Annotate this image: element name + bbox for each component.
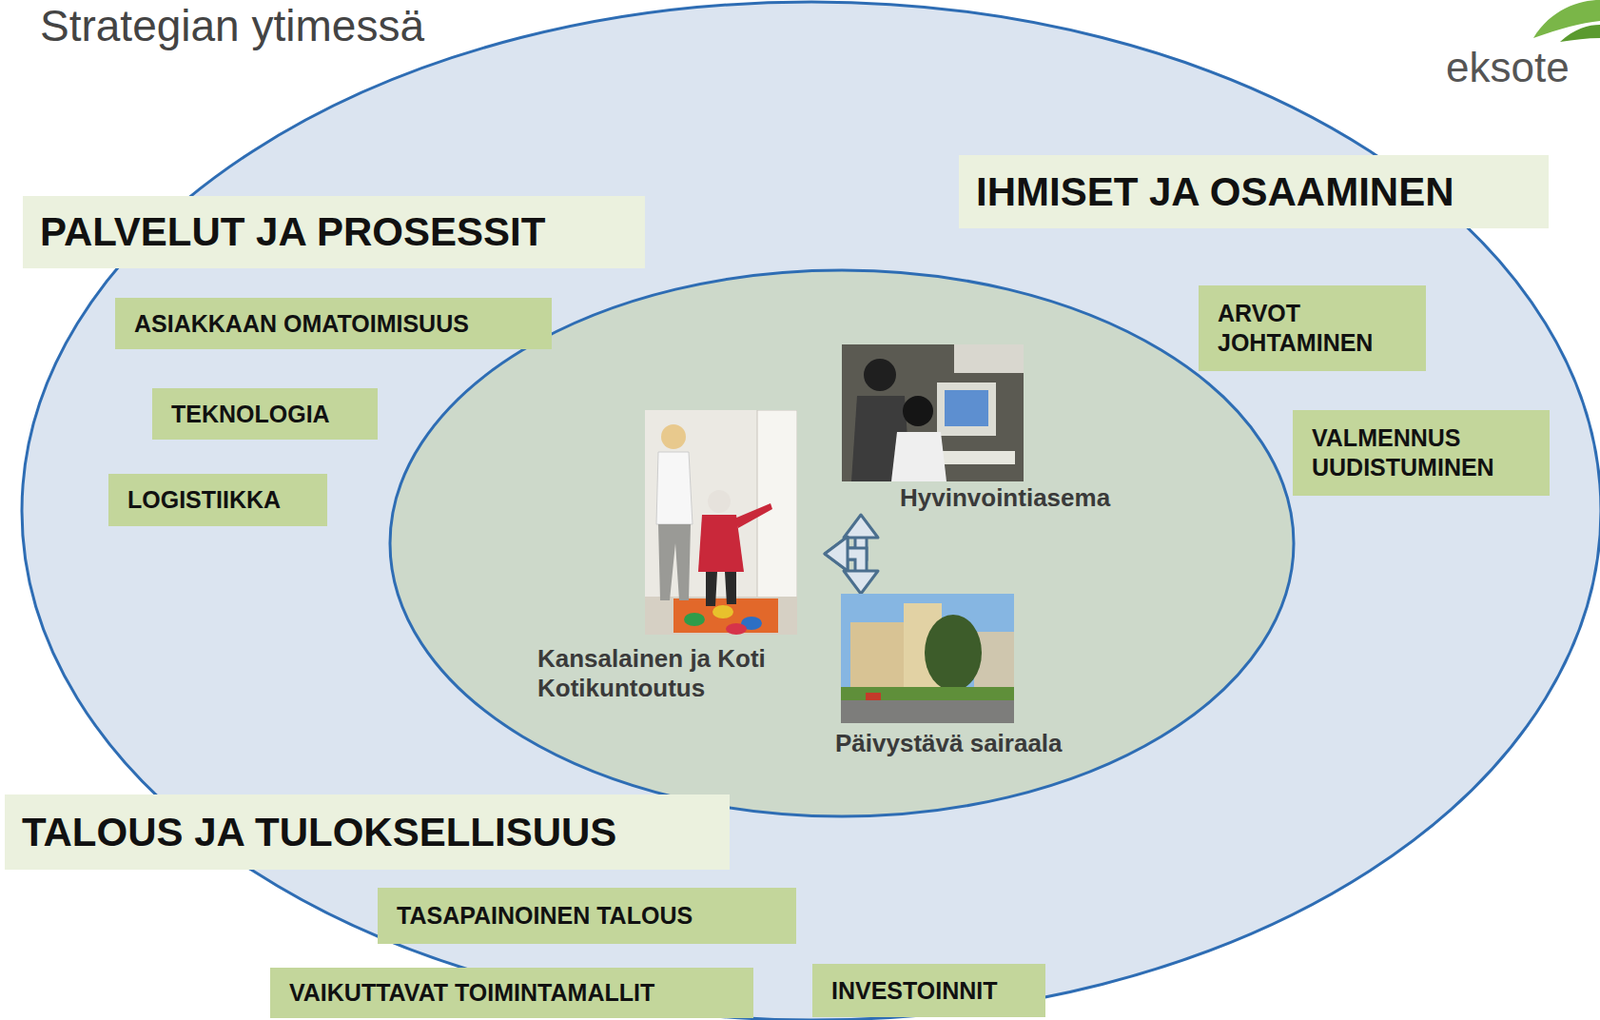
logo-leaf	[1533, 0, 1600, 42]
photo-caption: Päivystävä sairaala	[835, 728, 1065, 759]
head	[902, 395, 934, 427]
car	[865, 692, 881, 701]
photo-koti	[644, 409, 798, 635]
logo-text: eksote	[1445, 43, 1570, 92]
section-heading: TALOUS JA TULOKSELLISUUS	[4, 794, 730, 870]
screen	[944, 390, 989, 427]
photo-hyv	[841, 344, 1024, 482]
topic-box: VAIKUTTAVAT TOIMINTAMALLIT	[270, 967, 754, 1018]
block-arrow	[824, 536, 879, 594]
building	[850, 622, 908, 689]
room	[841, 344, 1024, 482]
shelf	[954, 344, 1024, 373]
grass	[840, 686, 1015, 701]
topic-text: ASIAKKAAN OMATOIMISUUS	[134, 309, 469, 339]
topic-box: TASAPAINOINEN TALOUS	[377, 887, 797, 944]
arrow-head	[824, 536, 848, 571]
head	[863, 358, 897, 391]
door	[757, 409, 798, 601]
topic-box: VALMENNUS UUDISTUMINEN	[1292, 409, 1550, 496]
photo-paiv	[840, 593, 1015, 723]
floor	[644, 596, 798, 635]
head	[661, 424, 686, 449]
head	[707, 489, 731, 513]
topic-text: INVESTOINNIT	[831, 975, 998, 1006]
photo-node: Päivystävä sairaala	[835, 593, 1065, 761]
pad	[712, 604, 734, 619]
heading-text: IHMISET JA OSAAMINEN	[975, 169, 1454, 215]
road	[840, 700, 1015, 723]
page-title: Strategian ytimessä	[32, 0, 432, 52]
photo-caption: Kansalainen ja Koti Kotikuntoutus	[537, 643, 823, 703]
mat	[673, 598, 779, 633]
topic-text: ARVOT JOHTAMINEN	[1217, 298, 1404, 358]
tree	[924, 614, 982, 691]
arrow-head	[824, 536, 848, 571]
body	[891, 431, 947, 482]
topic-box: INVESTOINNIT	[812, 963, 1046, 1017]
arrow-head	[843, 514, 879, 538]
topic-text: VAIKUTTAVAT TOIMINTAMALLIT	[289, 977, 655, 1008]
photo-node: Kansalainen ja Koti Kotikuntoutus	[537, 404, 825, 705]
topic-text: TASAPAINOINEN TALOUS	[396, 900, 693, 931]
topic-box: ARVOT JOHTAMINEN	[1198, 285, 1426, 371]
body	[656, 451, 693, 525]
topic-text: LOGISTIIKKA	[127, 485, 281, 515]
topic-box: ASIAKKAAN OMATOIMISUUS	[115, 297, 552, 350]
monitor	[936, 382, 996, 436]
pad	[683, 612, 705, 626]
section-heading: IHMISET JA OSAAMINEN	[958, 155, 1549, 229]
arm	[734, 503, 773, 528]
heading-text: TALOUS JA TULOKSELLISUUS	[21, 809, 617, 856]
legs	[658, 524, 691, 601]
topic-box: LOGISTIIKKA	[108, 473, 328, 527]
topic-text: TEKNOLOGIA	[171, 399, 331, 430]
legs	[705, 571, 737, 606]
section-heading: PALVELUT JA PROSESSIT	[22, 195, 645, 269]
wall	[644, 409, 798, 635]
arrow-head	[843, 570, 879, 594]
topic-text: VALMENNUS UUDISTUMINEN	[1311, 423, 1527, 483]
sky	[840, 593, 1015, 723]
photo-caption: Hyvinvointiasema	[899, 483, 1113, 513]
block-arrow	[824, 514, 879, 571]
topic-box: TEKNOLOGIA	[152, 388, 378, 440]
photo-node: Hyvinvointiasema	[837, 344, 1113, 515]
heading-text: PALVELUT JA PROSESSIT	[39, 209, 546, 255]
inner-ellipse	[390, 270, 1294, 817]
pad	[725, 623, 747, 635]
